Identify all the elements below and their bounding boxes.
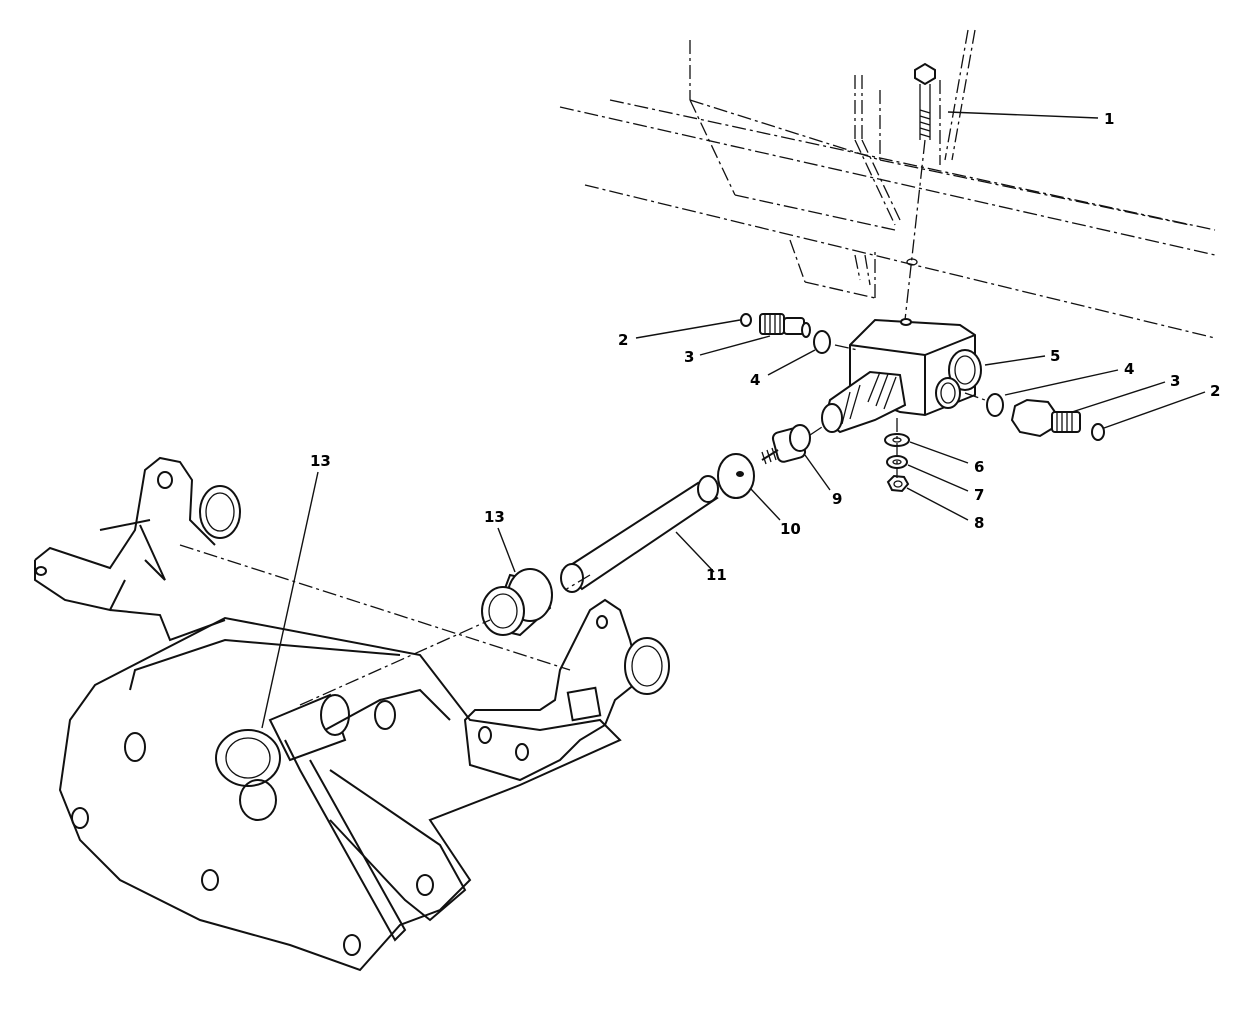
stud-part-9 bbox=[761, 424, 826, 465]
leader-2b bbox=[1103, 391, 1206, 429]
callout-11: 11 bbox=[706, 566, 727, 584]
leader-5 bbox=[984, 355, 1046, 366]
callout-4-left: 4 bbox=[750, 371, 760, 389]
callout-13-bushing: 13 bbox=[484, 508, 505, 526]
nut-part-8 bbox=[886, 474, 910, 493]
fitting-part-3-left bbox=[759, 313, 811, 338]
leader-10 bbox=[749, 487, 781, 521]
callout-13-frame: 13 bbox=[310, 452, 331, 470]
pin-part-11 bbox=[560, 475, 719, 593]
callout-10: 10 bbox=[780, 520, 801, 538]
o-ring-part-2-left bbox=[740, 313, 752, 327]
hardware-stack bbox=[884, 418, 910, 493]
leader-8 bbox=[906, 487, 969, 521]
leader-4b bbox=[1004, 369, 1119, 396]
callout-4-right: 4 bbox=[1124, 360, 1134, 378]
callout-3-left: 3 bbox=[684, 348, 694, 366]
callout-1: 1 bbox=[1104, 110, 1114, 128]
callout-8: 8 bbox=[974, 514, 984, 532]
leader-2a bbox=[635, 319, 741, 339]
callout-2-left: 2 bbox=[618, 331, 628, 349]
leader-3a bbox=[699, 335, 771, 356]
o-ring-part-4-right bbox=[986, 393, 1004, 417]
callout-labels: 1 2 3 4 5 4 3 2 6 7 8 9 10 11 13 13 bbox=[310, 110, 1220, 584]
washer-part-10 bbox=[717, 453, 755, 499]
leader-7 bbox=[907, 464, 969, 492]
leader-13a bbox=[497, 527, 516, 573]
fitting-part-3-right bbox=[1010, 398, 1081, 438]
callout-5: 5 bbox=[1050, 347, 1060, 365]
leader-9 bbox=[804, 454, 831, 491]
leader-11 bbox=[675, 531, 715, 573]
leader-lines bbox=[261, 111, 1206, 729]
fitting-group-left bbox=[740, 313, 859, 354]
bolt-part-1 bbox=[904, 62, 936, 321]
o-ring-part-2-right bbox=[1091, 423, 1105, 441]
fitting-group-right bbox=[964, 392, 1105, 441]
o-ring-part-4-left bbox=[813, 330, 831, 354]
valve-body-part-5 bbox=[821, 318, 982, 434]
leader-13b bbox=[261, 471, 319, 729]
pivot-frame-assembly bbox=[34, 456, 670, 972]
callout-6: 6 bbox=[974, 458, 984, 476]
callout-3-right: 3 bbox=[1170, 372, 1180, 390]
machine-frame-phantom bbox=[559, 29, 1216, 339]
leader-6 bbox=[909, 441, 969, 464]
bushing-part-13 bbox=[481, 568, 553, 637]
leader-4a bbox=[767, 349, 816, 376]
leader-3b bbox=[1071, 381, 1166, 413]
callout-2-right: 2 bbox=[1210, 382, 1220, 400]
leader-1 bbox=[947, 111, 1099, 119]
callout-7: 7 bbox=[974, 486, 984, 504]
callout-9: 9 bbox=[832, 490, 842, 508]
